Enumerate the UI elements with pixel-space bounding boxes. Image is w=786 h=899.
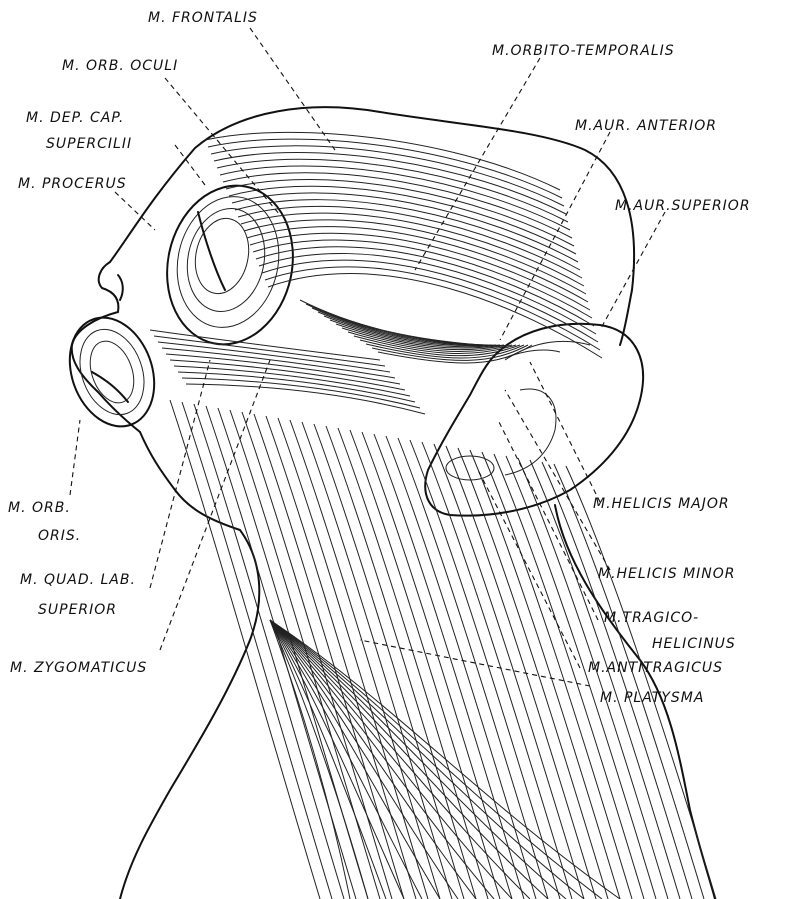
leader-frontalis xyxy=(250,28,335,150)
nose-outline xyxy=(99,262,119,312)
label-quad-lab-line2: SUPERIOR xyxy=(38,602,117,618)
concha xyxy=(446,456,494,480)
label-aur-anterior: M.AUR. ANTERIOR xyxy=(575,118,717,134)
leader-zygomaticus xyxy=(160,360,270,650)
label-orb-oris-line1: M. ORB. xyxy=(8,500,71,516)
platysma-fiber xyxy=(506,456,656,899)
label-aur-superior: M.AUR.SUPERIOR xyxy=(615,198,751,214)
label-dep-cap-line2: SUPERCILII xyxy=(46,136,132,152)
leader-quad-lab xyxy=(150,360,210,588)
frontalis-fiber xyxy=(253,240,592,318)
leader-antitragicus xyxy=(478,470,580,668)
label-orb-oculi: M. ORB. OCULI xyxy=(62,58,178,74)
label-tragico-line2: HELICINUS xyxy=(652,636,736,652)
leader-orbito-temporalis xyxy=(415,58,540,270)
platysma-fiber xyxy=(278,418,428,899)
label-orb-oris-line2: ORIS. xyxy=(38,528,81,544)
label-zygomaticus: M. ZYGOMATICUS xyxy=(10,660,147,676)
leader-helicis-minor xyxy=(505,390,610,570)
orbicularis-oris-ring-3 xyxy=(82,335,141,409)
leader-helicis-major xyxy=(530,362,600,502)
label-procerus: M. PROCERUS xyxy=(18,176,127,192)
platysma-fiber xyxy=(386,436,536,899)
leader-platysma xyxy=(360,640,590,686)
muscle-fibers xyxy=(150,132,716,899)
platysma-fiber xyxy=(338,428,488,899)
label-helicis-minor: M.HELICIS MINOR xyxy=(598,566,736,582)
label-orbito-temporalis: M.ORBITO-TEMPORALIS xyxy=(492,43,675,59)
cheek-fiber xyxy=(186,384,425,414)
label-platysma: M. PLATYSMA xyxy=(600,690,704,706)
neck-fan-fiber xyxy=(270,620,422,899)
cheek-fiber xyxy=(170,360,405,390)
frontalis-fiber xyxy=(250,233,590,310)
leader-aur-anterior xyxy=(500,132,610,340)
platysma-fiber xyxy=(314,424,464,899)
leader-orb-oris xyxy=(70,420,80,495)
neck-fan-fiber xyxy=(270,620,494,899)
leader-procerus xyxy=(115,192,155,230)
leader-tragico xyxy=(498,420,598,620)
neck-fan-fiber xyxy=(270,620,458,899)
platysma-fiber xyxy=(290,420,440,899)
label-quad-lab-line1: M. QUAD. LAB. xyxy=(20,572,136,588)
frontalis-fiber xyxy=(238,206,582,278)
platysma-fiber xyxy=(422,442,572,899)
label-antitragicus: M.ANTITRAGICUS xyxy=(588,660,723,676)
labels: M. FRONTALIS M. ORB. OCULI M.ORBITO-TEMP… xyxy=(8,10,751,706)
platysma-fiber xyxy=(410,440,560,899)
label-tragico-line1: M.TRAGICO- xyxy=(604,610,699,626)
label-helicis-major: M.HELICIS MAJOR xyxy=(593,496,730,512)
platysma-fiber xyxy=(326,426,476,899)
cheek-fiber xyxy=(182,378,420,408)
platysma-fiber xyxy=(302,422,452,899)
label-frontalis: M. FRONTALIS xyxy=(148,10,258,26)
platysma-fiber xyxy=(518,458,668,899)
neck-fan-fiber xyxy=(270,620,548,899)
nostril xyxy=(118,275,123,300)
ear-outline xyxy=(425,324,643,516)
platysma-fiber xyxy=(374,434,524,899)
helix-fold xyxy=(505,341,590,360)
orbicularis-oris-outer xyxy=(55,306,168,439)
platysma-fiber xyxy=(254,414,404,899)
label-dep-cap-line1: M. DEP. CAP. xyxy=(26,110,124,126)
